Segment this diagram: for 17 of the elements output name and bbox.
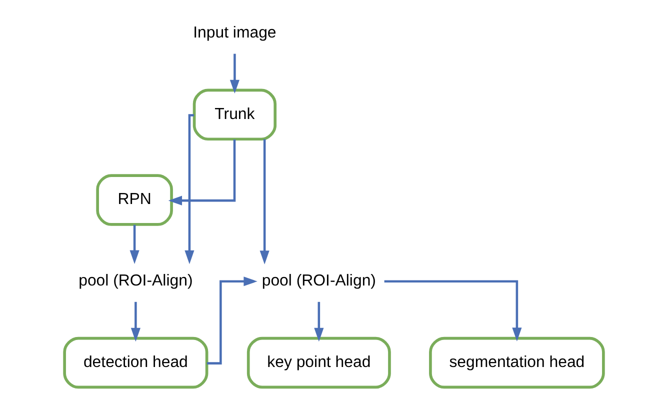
node-box: key point head bbox=[246, 336, 391, 389]
node-text: pool (ROI-Align) bbox=[78, 272, 193, 290]
arrow bbox=[130, 302, 140, 342]
node-box: RPN bbox=[96, 174, 173, 226]
arrow bbox=[184, 114, 194, 264]
arrow bbox=[314, 302, 324, 342]
arrow bbox=[207, 276, 258, 364]
node-box: Trunk bbox=[192, 88, 277, 141]
node-box: detection head bbox=[63, 336, 208, 389]
arrow bbox=[260, 139, 270, 264]
node-box: segmentation head bbox=[429, 336, 605, 389]
arrow bbox=[130, 224, 140, 264]
arrow bbox=[230, 54, 240, 94]
node-text: pool (ROI-Align) bbox=[262, 272, 376, 290]
node-text: Input image bbox=[193, 24, 276, 42]
arrow bbox=[384, 280, 522, 342]
arrow bbox=[168, 140, 236, 206]
